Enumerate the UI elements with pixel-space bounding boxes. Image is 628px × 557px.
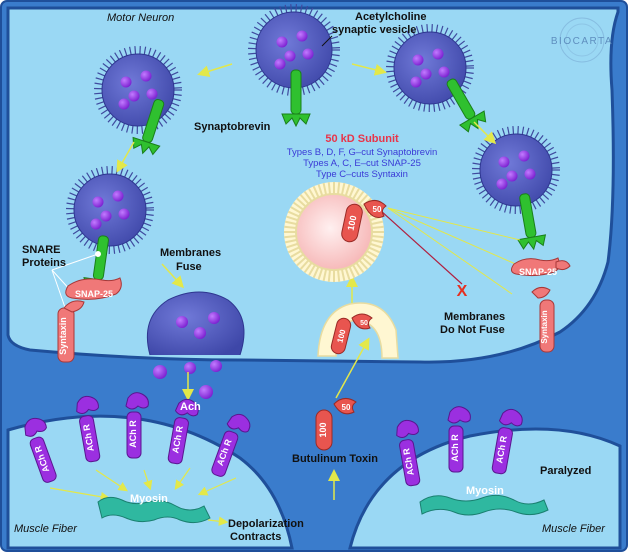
acetylcholine-molecule: [277, 37, 288, 48]
paralyzed-label: Paralyzed: [540, 465, 591, 477]
muscle-fiber-right-label: Muscle Fiber: [542, 523, 606, 535]
acetylcholine-molecule: [119, 209, 130, 220]
toxin-endocytic-vesicle: [284, 182, 384, 282]
depolarization-label-2: Contracts: [230, 531, 281, 543]
depolarization-label-1: Depolarization: [228, 518, 304, 530]
fusion-blocked-x: X: [457, 283, 468, 300]
acetylcholine-molecule: [525, 169, 536, 180]
myosin-right-label: Myosin: [466, 485, 504, 497]
membranes-no-fuse-label-1: Membranes: [444, 311, 505, 323]
subunit-title: 50 kD Subunit: [325, 133, 399, 145]
acetylcholine-molecule: [141, 71, 152, 82]
ach-label: Ach: [180, 401, 201, 413]
toxin-light-chain-label-2: 50: [360, 320, 368, 327]
membranes-no-fuse-label-2: Do Not Fuse: [440, 324, 505, 336]
acetylcholine-molecule: [275, 59, 286, 70]
snare-label-2: Proteins: [22, 257, 66, 269]
acetylcholine-molecule: [113, 191, 124, 202]
synaptobrevin-label: Synaptobrevin: [194, 121, 271, 133]
acetylcholine-molecule: [129, 91, 140, 102]
subunit-line-2: Types A, C, E–cut SNAP-25: [303, 158, 421, 169]
syntaxin-right-label: Syntaxin: [540, 310, 549, 343]
ach-receptor-label: ACh R: [450, 434, 460, 462]
syntaxin-left-label: Syntaxin: [58, 317, 68, 355]
membranes-fuse-label-2: Fuse: [176, 261, 202, 273]
motor-neuron-label: Motor Neuron: [107, 12, 174, 24]
snap25-right-label: SNAP-25: [519, 267, 557, 277]
acetylcholine-molecule: [297, 31, 308, 42]
subunit-line-1: Types B, D, F, G–cut Synaptobrevin: [287, 147, 438, 158]
membranes-fuse-label-1: Membranes: [160, 247, 221, 259]
acetylcholine-molecule: [519, 151, 530, 162]
acetylcholine-label-2: synaptic vesicle: [332, 24, 416, 36]
acetylcholine-molecule: [119, 99, 130, 110]
ach-receptor-label: ACh R: [128, 420, 138, 448]
acetylcholine-molecule: [439, 67, 450, 78]
acetylcholine-molecule: [433, 49, 444, 60]
subunit-line-3: Type C–cuts Syntaxin: [316, 169, 408, 180]
acetylcholine-molecule: [93, 197, 104, 208]
acetylcholine-molecule: [499, 157, 510, 168]
acetylcholine-molecule: [101, 211, 112, 222]
acetylcholine-molecule: [411, 77, 422, 88]
snare-label-1: SNARE: [22, 244, 61, 256]
acetylcholine-label-1: Acetylcholine: [355, 11, 427, 23]
acetylcholine-molecule: [147, 89, 158, 100]
toxin-light-chain-label-1: 50: [373, 205, 382, 214]
toxin-light-chain-label-3: 50: [342, 403, 351, 412]
biocarta-wordmark: BIOCARTA: [551, 36, 613, 47]
botulinum-toxin-label: Butulinum Toxin: [292, 453, 378, 465]
acetylcholine-molecule: [497, 179, 508, 190]
snap25-left-label: SNAP-25: [75, 289, 113, 299]
acetylcholine-molecule: [91, 219, 102, 230]
myosin-left-label: Myosin: [130, 493, 168, 505]
acetylcholine-molecule: [507, 171, 518, 182]
acetylcholine-molecule: [413, 55, 424, 66]
muscle-fiber-left-label: Muscle Fiber: [14, 523, 78, 535]
acetylcholine-molecule: [285, 51, 296, 62]
acetylcholine-molecule: [121, 77, 132, 88]
acetylcholine-molecule: [303, 49, 314, 60]
toxin-heavy-chain-label-3: 100: [318, 422, 328, 437]
acetylcholine-molecule: [421, 69, 432, 80]
